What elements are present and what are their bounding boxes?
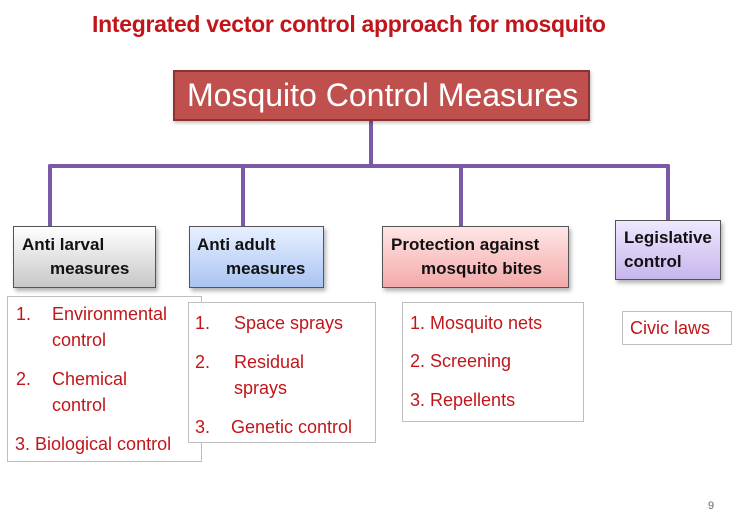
- list-item: 3. Biological control: [15, 434, 172, 454]
- list-legislative: Civic laws: [622, 311, 732, 345]
- page-number: 9: [708, 500, 715, 512]
- list-item: 1. Mosquito nets: [410, 313, 543, 333]
- list-item-continued: sprays: [234, 378, 288, 398]
- list-item: 2. Screening: [410, 351, 512, 371]
- list-item: 3. Repellents: [410, 390, 516, 410]
- category-line: Anti larval: [22, 235, 105, 254]
- category-line: measures: [226, 259, 306, 278]
- category-line: Protection against: [391, 235, 540, 254]
- list-anti-adult: 1. Space sprays 2. Residual sprays 3. Ge…: [188, 302, 376, 443]
- category-anti-adult: Anti adult measures: [189, 226, 324, 288]
- list-item-number: 1.: [16, 304, 32, 324]
- list-item: Space sprays: [234, 313, 344, 333]
- list-item-continued: control: [52, 330, 107, 350]
- list-item-continued: control: [52, 395, 107, 415]
- root-node: Mosquito Control Measures: [173, 70, 590, 121]
- category-protection: Protection against mosquito bites: [382, 226, 569, 288]
- category-anti-larval: Anti larval measures: [13, 226, 156, 288]
- category-legislative: Legislative control: [615, 220, 721, 280]
- list-item-number: 1.: [195, 313, 211, 333]
- category-line: mosquito bites: [421, 259, 542, 278]
- list-anti-larval: 1. Environmental control 2. Chemical con…: [7, 296, 202, 462]
- category-line: Anti adult: [197, 235, 276, 254]
- list-item: Genetic control: [231, 417, 353, 437]
- list-item: Chemical: [52, 369, 128, 389]
- category-line: Legislative: [624, 228, 712, 247]
- list-protection: 1. Mosquito nets 2. Screening 3. Repelle…: [402, 302, 584, 422]
- slide-title: Integrated vector control approach for m…: [92, 11, 606, 37]
- list-item-number: 2.: [16, 369, 32, 389]
- category-line: control: [624, 252, 682, 271]
- list-item: Civic laws: [630, 318, 711, 338]
- category-line: measures: [50, 259, 130, 278]
- list-item-number: 3.: [195, 417, 211, 437]
- list-item: Residual: [234, 352, 305, 372]
- list-item: Environmental: [52, 304, 168, 324]
- list-item-number: 2.: [195, 352, 211, 372]
